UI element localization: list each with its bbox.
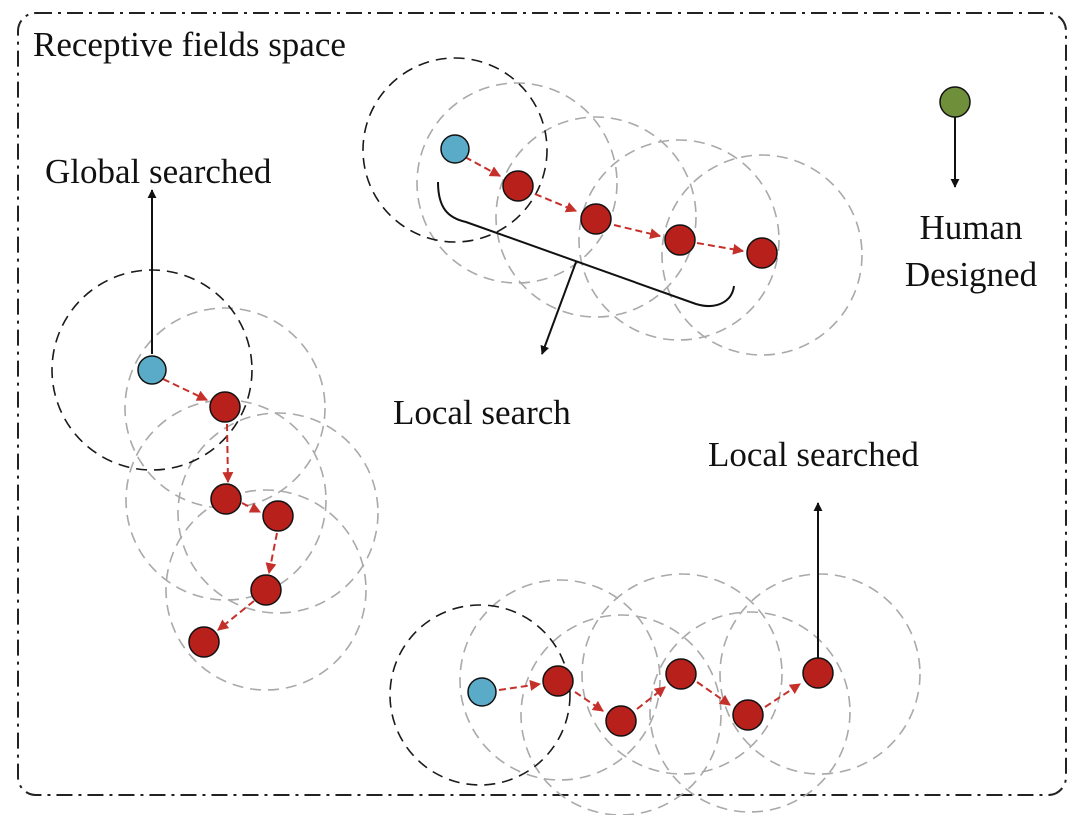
search-node [732,699,764,731]
search-step-arrow [162,378,208,401]
receptive-field-ring [495,116,697,318]
search-step-arrow [764,683,801,708]
receptive-fields-frame [17,12,1067,796]
receptive-field-ring [661,154,863,356]
search-step-arrow [464,156,501,177]
search-step-arrow [534,193,578,213]
search-node [665,658,697,690]
human-label-line2: Designed [905,255,1038,294]
search-step-arrow [696,681,731,706]
search-node [605,705,637,737]
global-searched-label: Global searched [45,152,272,191]
start-node [467,677,497,707]
receptive-field-ring [520,614,722,816]
receptive-field-ring [719,573,921,775]
search-node [746,237,778,269]
initial-receptive-field-ring [389,604,571,786]
search-step-arrow [636,686,666,710]
start-node [137,355,167,385]
search-step-arrow [613,224,662,240]
receptive-field-ring [124,307,326,509]
receptive-field-ring [459,579,661,781]
search-node [580,203,612,235]
search-node [250,574,282,606]
search-node [262,500,294,532]
search-node [209,391,241,423]
search-step-arrow [241,502,261,513]
search-step-arrow [222,423,234,484]
search-node [542,665,574,697]
receptive-field-ring [581,573,783,775]
start-node [440,134,470,164]
search-node [664,224,696,256]
search-step-arrow [265,532,278,575]
receptive-field-ring [649,611,851,813]
search-step-arrow [574,691,604,712]
bottom-search-group [389,502,921,816]
human-designed-group [939,86,971,188]
local-search-pointer-arrow [540,261,577,355]
search-node [502,170,534,202]
receptive-field-ring [578,139,780,341]
search-step-arrow [696,242,745,255]
local-searched-label: Local searched [708,435,919,474]
local-search-brace [437,181,735,307]
receptive-field-ring [165,489,367,691]
search-node [188,626,220,658]
frame-title-backdrop [30,20,430,60]
top-search-group [362,57,863,356]
local-search-label: Local search [393,393,571,432]
initial-receptive-field-ring [362,57,548,243]
human-designed-node [939,86,971,118]
search-node [210,483,242,515]
receptive-field-ring [416,82,618,284]
human-label-line1: Human [919,208,1022,247]
search-node [802,657,834,689]
space-title: Receptive fields space [33,25,346,64]
search-step-arrow [498,679,542,691]
receptive-field-ring [177,412,379,614]
search-step-arrow [217,600,255,631]
left-search-group [51,189,379,691]
